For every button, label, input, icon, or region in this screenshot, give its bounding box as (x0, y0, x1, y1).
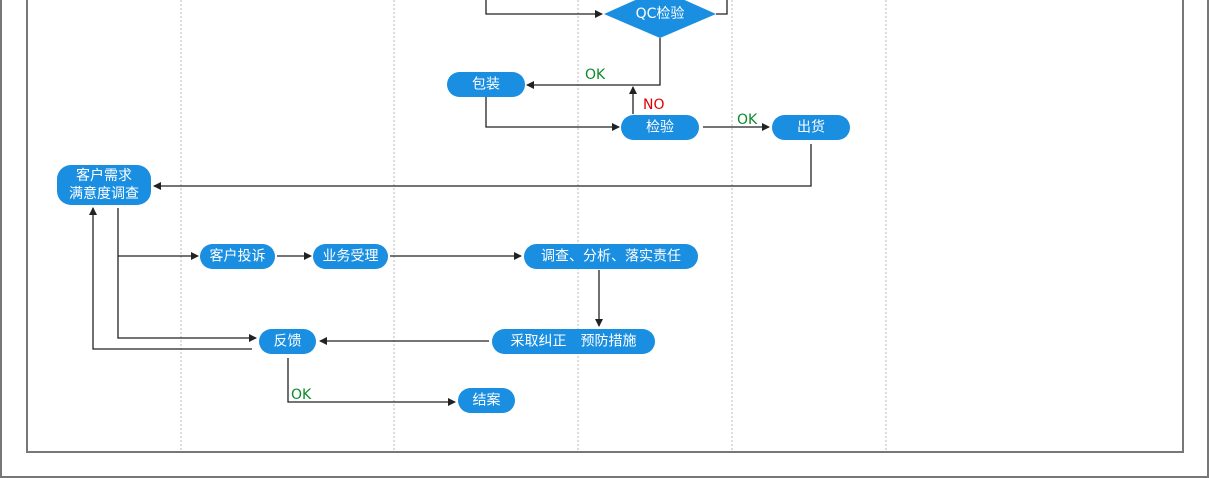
inner-frame (26, 0, 1184, 453)
satisfaction-survey-label-line1: 客户需求 (76, 167, 132, 184)
feedback-ok-label: OK (291, 387, 312, 403)
qc-ok-label: OK (585, 67, 606, 83)
connector-packaging-to-inspection (485, 97, 620, 131)
packaging-label: 包装 (472, 77, 500, 93)
shipment-node[interactable]: 出货 (772, 115, 850, 140)
acceptance-label: 业务受理 (323, 249, 379, 265)
inspection-node[interactable]: 检验 (621, 115, 699, 140)
feedback-label: 反馈 (274, 334, 302, 350)
inspection-no-label: NO (643, 97, 665, 113)
connector-qc-right (716, 0, 728, 15)
complaint-node[interactable]: 客户投诉 (200, 244, 275, 269)
packaging-node[interactable]: 包装 (447, 72, 525, 97)
qc-inspection-label: QC检验 (636, 6, 685, 22)
complaint-label: 客户投诉 (210, 248, 266, 265)
satisfaction-survey-node[interactable]: 客户需求 满意度调查 (57, 165, 151, 205)
connector-shipment-to-survey (153, 144, 812, 190)
inspection-label: 检验 (646, 120, 674, 136)
qc-inspection-decision[interactable]: QC检验 (604, 0, 716, 38)
close-case-label: 结案 (473, 392, 501, 409)
investigation-node[interactable]: 调查、分析、落实责任 (524, 244, 698, 269)
feedback-node[interactable]: 反馈 (259, 329, 316, 354)
shipment-label: 出货 (797, 119, 825, 136)
satisfaction-survey-label-line2: 满意度调查 (69, 185, 139, 202)
connector-to-qc (485, 0, 603, 18)
acceptance-node[interactable]: 业务受理 (313, 244, 388, 269)
inspection-ok-label: OK (737, 112, 758, 128)
connector-qc-to-packaging (526, 38, 661, 89)
connector-feedback-to-close (287, 358, 456, 406)
corrective-action-label: 采取纠正 预防措施 (511, 334, 637, 350)
close-case-node[interactable]: 结案 (458, 388, 515, 413)
corrective-action-node[interactable]: 采取纠正 预防措施 (492, 329, 655, 354)
connector-feedback-to-survey (89, 207, 252, 350)
connector-survey-to-feedback (117, 208, 257, 342)
investigation-label: 调查、分析、落实责任 (541, 249, 681, 265)
